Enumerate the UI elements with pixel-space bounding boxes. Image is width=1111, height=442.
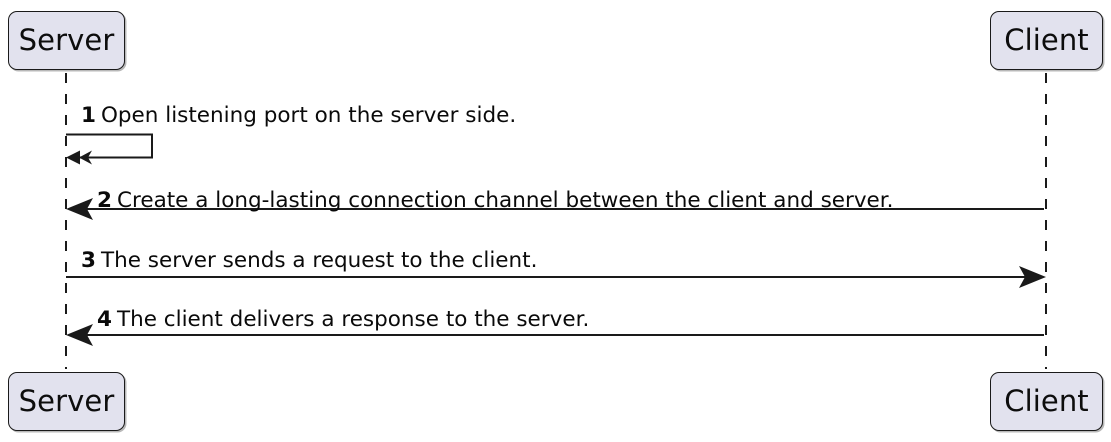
message-number-2: 2 — [97, 188, 112, 213]
actor-label-server-bottom: Server — [18, 384, 115, 418]
message-body-4: The client delivers a response to the se… — [116, 307, 590, 332]
actor-label-client-bottom: Client — [1004, 384, 1089, 418]
message-number-4: 4 — [97, 307, 112, 332]
actor-box-client-bottom[interactable]: Client — [990, 372, 1103, 431]
actor-box-server-top[interactable]: Server — [8, 11, 125, 70]
message-arrow-2 — [66, 198, 1044, 220]
message-body-2: Create a long-lasting connection channel… — [116, 188, 894, 213]
message-number-1: 1 — [81, 103, 96, 128]
actor-label-client-top: Client — [1004, 23, 1089, 57]
actor-box-server-bottom[interactable]: Server — [8, 372, 125, 431]
message-arrow-4 — [66, 324, 1044, 346]
actor-box-client-top[interactable]: Client — [990, 11, 1103, 70]
message-arrow-3 — [66, 266, 1046, 288]
message-number-3: 3 — [81, 248, 96, 273]
message-body-3: The server sends a request to the client… — [100, 248, 538, 273]
actor-label-server-top: Server — [18, 23, 115, 57]
message-arrow-1 — [66, 133, 153, 165]
message-body-1: Open listening port on the server side. — [100, 103, 517, 128]
